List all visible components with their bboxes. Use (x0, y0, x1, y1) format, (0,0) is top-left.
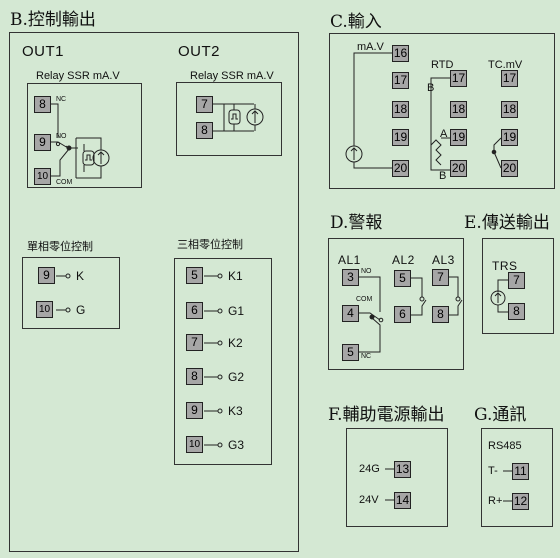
single-phase-terminal-9: 9 (38, 267, 55, 284)
input-rtd-terminal-18: 18 (450, 101, 467, 118)
three-phase-terminal-10: 10 (186, 436, 203, 453)
alarm-al2-terminal-5: 5 (394, 270, 411, 287)
alarm-al3-label: AL3 (432, 253, 455, 267)
alarm-al3-terminal-8: 8 (432, 306, 449, 323)
input-ma-terminal-18: 18 (392, 101, 409, 118)
alarm-al2-terminal-6: 6 (394, 306, 411, 323)
out1-subtitle: Relay SSR mA.V (36, 70, 120, 82)
single-phase-label-g: G (76, 303, 86, 317)
input-ma-terminal-19: 19 (392, 129, 409, 146)
input-rtd-terminal-19: 19 (450, 129, 467, 146)
comm-terminal-12: 12 (512, 493, 529, 510)
comm-label-r: R+ (488, 495, 503, 507)
single-phase-terminal-10: 10 (36, 301, 53, 318)
out2-subtitle: Relay SSR mA.V (190, 70, 274, 82)
section-f-title: F.輔助電源輸出 (328, 405, 445, 425)
section-b-title: B.控制輸出 (10, 10, 96, 30)
alarm-no-label: NO (361, 268, 372, 275)
single-phase-title: 單相零位控制 (27, 240, 93, 253)
three-phase-terminal-8: 8 (186, 368, 203, 385)
out1-nc-label: NC (56, 96, 67, 103)
three-phase-title: 三相零位控制 (177, 238, 243, 251)
three-phase-label-g1: G1 (228, 304, 245, 318)
rtd-b2-label: B (439, 170, 447, 182)
out1-com-label: COM (56, 179, 73, 186)
three-phase-terminal-5: 5 (186, 267, 203, 284)
alarm-al3-terminal-7: 7 (432, 269, 449, 286)
out1-title: OUT1 (22, 43, 65, 60)
three-phase-label-k1: K1 (228, 269, 243, 283)
single-phase-box (22, 257, 120, 329)
aux-power-panel (346, 428, 448, 527)
transmit-terminal-8: 8 (508, 303, 525, 320)
rtd-a-label: A (440, 128, 448, 140)
alarm-al2-label: AL2 (392, 253, 415, 267)
section-c-title: C.輸入 (330, 12, 382, 32)
rtd-b1-label: B (427, 82, 435, 94)
comm-panel (481, 428, 553, 527)
alarm-al1-label: AL1 (338, 253, 361, 267)
input-tc-terminal-20: 20 (501, 160, 518, 177)
out2-terminal-8: 8 (196, 122, 213, 139)
comm-label: RS485 (488, 440, 522, 452)
three-phase-terminal-9: 9 (186, 402, 203, 419)
input-ma-terminal-16: 16 (392, 45, 409, 62)
transmit-label: TRS (492, 259, 518, 273)
three-phase-label-g2: G2 (228, 370, 245, 384)
transmit-panel (482, 238, 554, 334)
alarm-com-label: COM (356, 296, 373, 303)
input-tc-terminal-18: 18 (501, 101, 518, 118)
alarm-nc-label: NC (361, 353, 372, 360)
out1-no-label: NO (56, 133, 67, 140)
out1-box (27, 83, 142, 188)
input-tc-label: TC.mV (488, 59, 523, 71)
out1-terminal-10: 10 (34, 168, 51, 185)
alarm-panel (328, 238, 464, 370)
input-tc-terminal-17: 17 (501, 70, 518, 87)
out2-box (176, 82, 282, 156)
single-phase-label-k: K (76, 269, 85, 283)
three-phase-label-g3: G3 (228, 438, 245, 452)
input-panel (329, 33, 555, 189)
three-phase-label-k3: K3 (228, 404, 243, 418)
alarm-terminal-3: 3 (342, 269, 359, 286)
aux-power-label-24g: 24G (359, 463, 380, 475)
transmit-terminal-7: 7 (508, 272, 525, 289)
aux-power-terminal-13: 13 (394, 461, 411, 478)
three-phase-label-k2: K2 (228, 336, 243, 350)
input-ma-terminal-20: 20 (392, 160, 409, 177)
input-rtd-terminal-20: 20 (450, 160, 467, 177)
control-output-panel (9, 32, 299, 552)
three-phase-terminal-7: 7 (186, 334, 203, 351)
comm-label-t: T- (488, 465, 498, 477)
three-phase-box (174, 258, 272, 465)
aux-power-label-24v: 24V (359, 494, 379, 506)
aux-power-terminal-14: 14 (394, 492, 411, 509)
section-e-title: E.傳送輸出 (464, 213, 550, 233)
section-d-title: D.警報 (330, 213, 383, 233)
input-ma-label: mA.V (357, 41, 384, 53)
comm-terminal-11: 11 (512, 463, 529, 480)
input-rtd-label: RTD (431, 59, 454, 71)
out2-title: OUT2 (178, 43, 221, 60)
out1-terminal-8: 8 (34, 96, 51, 113)
out2-terminal-7: 7 (196, 96, 213, 113)
section-g-title: G.通訊 (474, 405, 527, 425)
input-tc-terminal-19: 19 (501, 129, 518, 146)
alarm-terminal-4: 4 (342, 305, 359, 322)
input-rtd-terminal-17: 17 (450, 70, 467, 87)
three-phase-terminal-6: 6 (186, 302, 203, 319)
out1-terminal-9: 9 (34, 134, 51, 151)
input-ma-terminal-17: 17 (392, 72, 409, 89)
alarm-terminal-5: 5 (342, 344, 359, 361)
